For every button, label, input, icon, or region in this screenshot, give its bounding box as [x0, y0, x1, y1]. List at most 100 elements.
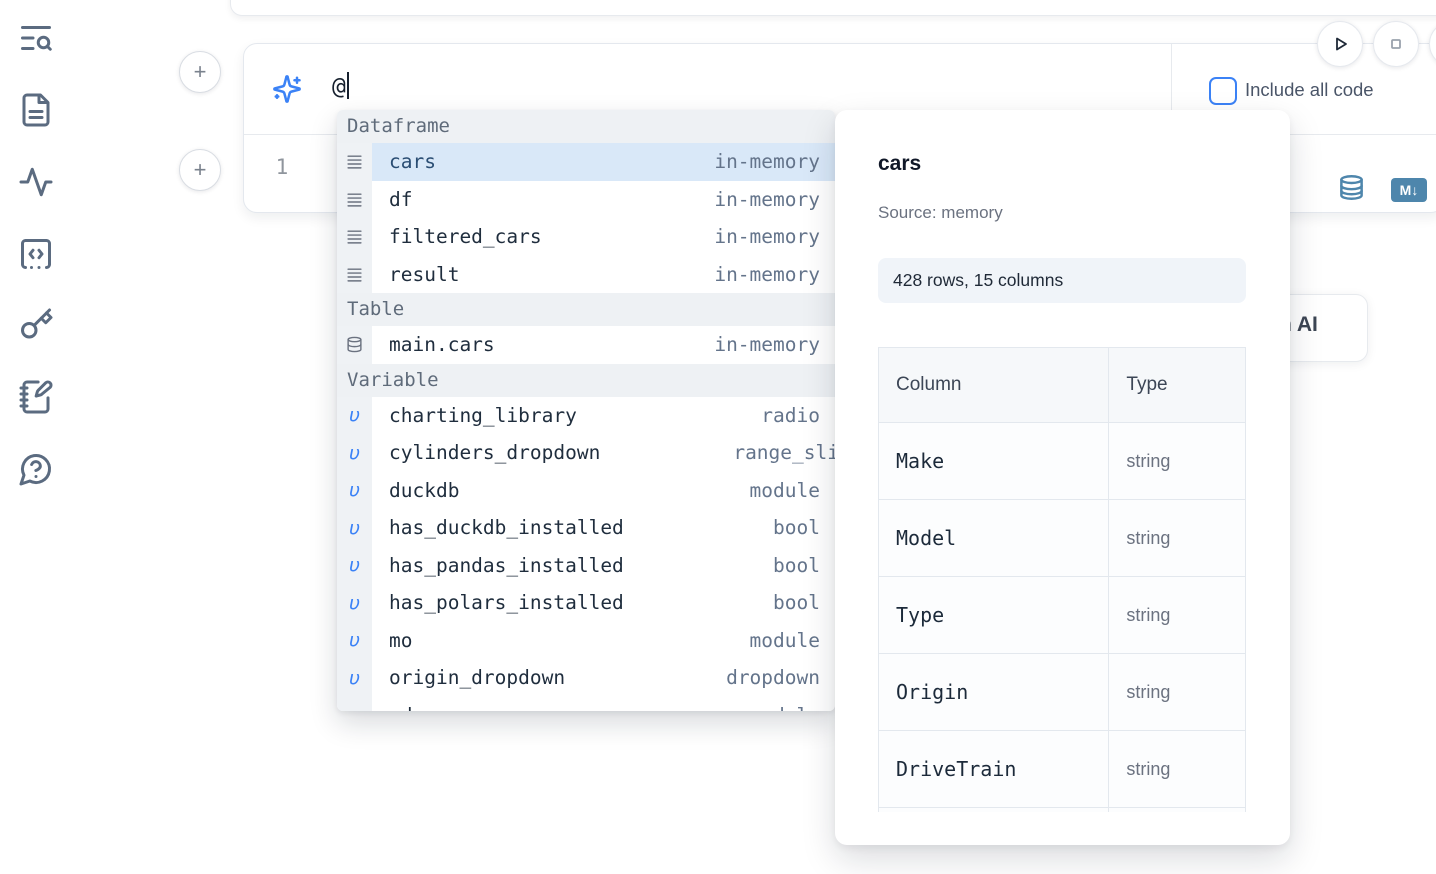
item-detail: in-memory	[714, 225, 820, 249]
autocomplete-section-dataframe: Dataframe	[337, 110, 835, 143]
column-type-cell: string	[1108, 730, 1246, 808]
column-type-cell	[1108, 807, 1246, 812]
autocomplete-section-variable: Variable	[337, 363, 835, 397]
markdown-icon[interactable]: M↓	[1391, 178, 1427, 202]
ai-prompt-input[interactable]: @	[332, 72, 349, 100]
preview-title: cars	[878, 152, 922, 175]
item-name: has_duckdb_installed	[389, 516, 624, 540]
code-snippet-icon[interactable]	[18, 236, 54, 272]
item-detail: in-memory	[714, 262, 820, 286]
column-type-cell: string	[1108, 576, 1246, 654]
stop-button[interactable]	[1373, 21, 1419, 67]
item-name: cylinders_dropdown	[389, 441, 601, 465]
stop-icon	[1391, 39, 1401, 49]
autocomplete-item-df[interactable]: df in-memory	[337, 180, 835, 218]
autocomplete-section-table: Table	[337, 293, 835, 326]
add-cell-below-button[interactable]: +	[179, 149, 221, 191]
schema-header-cell: Column	[878, 347, 1110, 423]
dataframe-icon	[337, 255, 372, 293]
item-detail: in-memory	[714, 333, 820, 357]
item-detail: bool	[773, 591, 820, 615]
include-all-code-label: Include all code	[1245, 79, 1374, 100]
activity-sidebar	[0, 0, 72, 874]
item-name: main.cars	[389, 333, 495, 357]
autocomplete-item-main: filtered_cars in-memory	[372, 218, 835, 256]
autocomplete-item-origin_dropdown[interactable]: υ origin_dropdown dropdown	[337, 659, 835, 697]
autocomplete-item-pd[interactable]: υ pd module	[337, 696, 835, 711]
list-search-icon[interactable]	[18, 20, 54, 56]
variable-icon: υ	[337, 659, 372, 697]
variable-icon: υ	[337, 584, 372, 622]
include-all-code-checkbox[interactable]	[1209, 77, 1237, 105]
item-name: cars	[389, 150, 436, 174]
dataframe-preview-popup: cars Source: memory 428 rows, 15 columns…	[835, 110, 1290, 845]
database-icon[interactable]	[1338, 174, 1365, 201]
text-caret	[346, 72, 349, 99]
add-cell-above-button[interactable]: +	[179, 51, 221, 93]
column-name-cell: Origin	[878, 653, 1110, 731]
item-detail: bool	[773, 553, 820, 577]
activity-icon[interactable]	[18, 164, 54, 200]
prompt-divider	[1171, 44, 1172, 134]
autocomplete-item-main: cars in-memory	[372, 143, 835, 181]
item-detail: module	[750, 704, 820, 711]
item-name: filtered_cars	[389, 225, 542, 249]
column-name-cell: Type	[878, 576, 1110, 654]
line-number: 1	[275, 155, 289, 179]
autocomplete-item-main: charting_library radio	[372, 396, 835, 434]
item-detail: radio	[761, 403, 820, 427]
autocomplete-item-result[interactable]: result in-memory	[337, 255, 835, 293]
variable-icon: υ	[337, 509, 372, 547]
autocomplete-item-main: pd module	[372, 696, 835, 711]
schema-row	[878, 807, 1246, 812]
variable-icon: υ	[337, 546, 372, 584]
variable-icon: υ	[337, 696, 372, 711]
autocomplete-item-has_pandas_installed[interactable]: υ has_pandas_installed bool	[337, 546, 835, 584]
autocomplete-item-main: main.cars in-memory	[372, 326, 835, 364]
variable-icon: υ	[337, 621, 372, 659]
item-name: origin_dropdown	[389, 666, 566, 690]
autocomplete-item-main: has_pandas_installed bool	[372, 546, 835, 584]
item-detail: dropdown	[726, 666, 820, 690]
file-text-icon[interactable]	[18, 92, 54, 128]
item-detail: in-memory	[714, 187, 820, 211]
column-type-cell: string	[1108, 653, 1246, 731]
column-name-cell	[878, 807, 1110, 812]
autocomplete-item-main.cars[interactable]: main.cars in-memory	[337, 326, 835, 364]
item-name: mo	[389, 628, 413, 652]
item-name: charting_library	[389, 403, 577, 427]
autocomplete-item-filtered_cars[interactable]: filtered_cars in-memory	[337, 218, 835, 256]
help-circle-icon[interactable]	[18, 451, 54, 487]
sparkles-icon	[272, 74, 302, 104]
dataframe-icon	[337, 143, 372, 181]
variable-icon: υ	[337, 396, 372, 434]
item-name: df	[389, 187, 413, 211]
autocomplete-item-cars[interactable]: cars in-memory	[337, 143, 835, 181]
item-detail: module	[749, 478, 820, 502]
item-name: has_pandas_installed	[389, 553, 624, 577]
item-name: result	[389, 262, 460, 286]
autocomplete-item-charting_library[interactable]: υ charting_library radio	[337, 396, 835, 434]
run-cell-button[interactable]	[1317, 21, 1363, 67]
item-name: pd	[389, 704, 412, 711]
item-detail: in-memory	[714, 150, 820, 174]
key-icon[interactable]	[18, 307, 54, 343]
column-type-cell: string	[1108, 422, 1246, 500]
notebook-pen-icon[interactable]	[18, 379, 54, 415]
